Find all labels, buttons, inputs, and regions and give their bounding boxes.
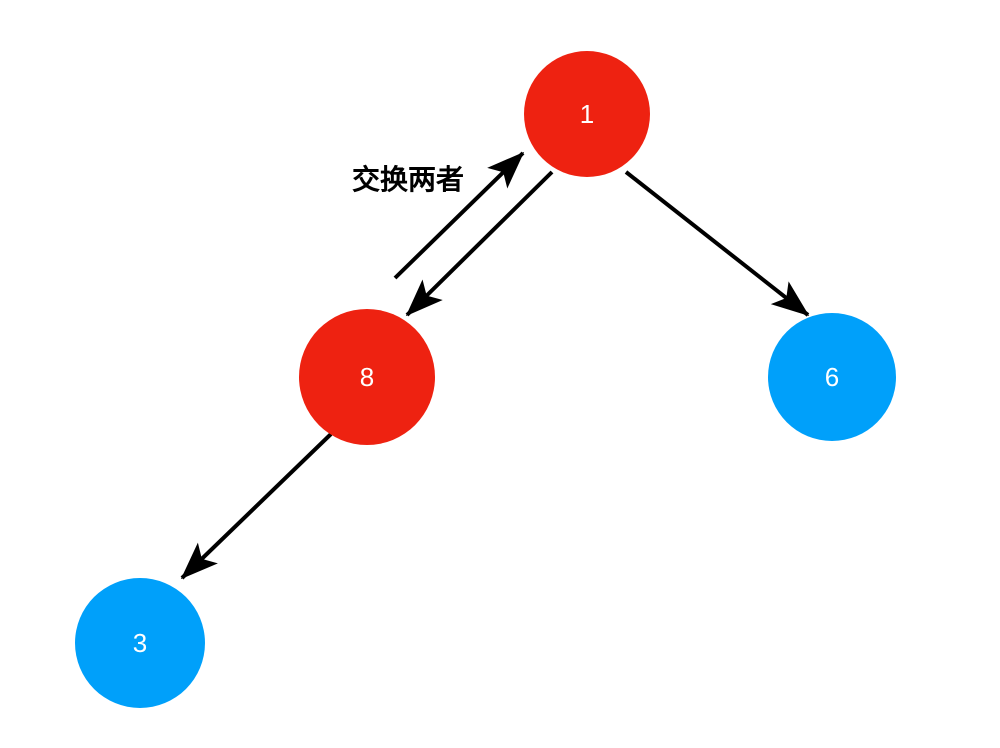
- tree-node-left-child[interactable]: 8: [299, 309, 435, 445]
- tree-node-grandchild[interactable]: 3: [75, 578, 205, 708]
- tree-node-right-child[interactable]: 6: [768, 313, 896, 441]
- node-label-grandchild: 3: [132, 628, 148, 658]
- node-label-left-child: 8: [359, 362, 375, 392]
- edge-swap-return: [393, 151, 525, 280]
- tree-node-root[interactable]: 1: [524, 51, 650, 177]
- edge-root-to-right: [624, 170, 810, 317]
- swap-annotation-label: 交换两者: [352, 164, 465, 195]
- node-label-right-child: 6: [824, 362, 840, 392]
- node-label-root: 1: [579, 99, 595, 129]
- edge-left-to-grandchild: [180, 432, 333, 580]
- edge-root-to-left: [405, 170, 554, 317]
